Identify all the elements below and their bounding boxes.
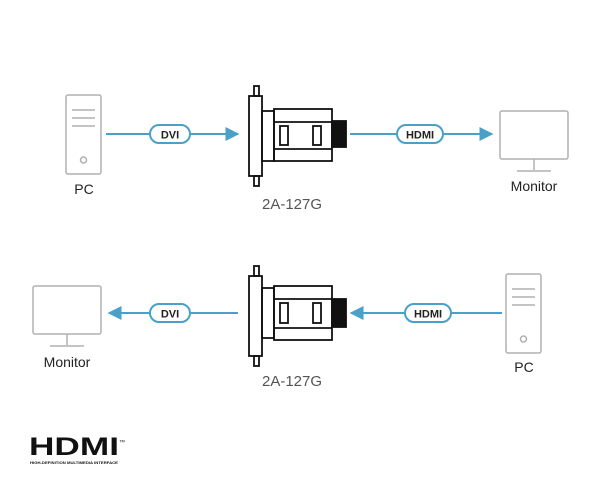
hdmi-logo-wordmark: HDMI — [29, 433, 119, 461]
monitor-icon — [499, 110, 569, 172]
hdmi-tag-text: HDMI — [406, 130, 434, 142]
pc-label: PC — [514, 359, 534, 375]
hdmi-tag: HDMI — [404, 303, 452, 323]
dvi-tag-text: DVI — [161, 130, 179, 142]
dvi-tag: DVI — [149, 124, 191, 144]
adapter-model-label: 2A-127G — [261, 373, 323, 390]
dvi-tag: DVI — [149, 303, 191, 323]
adapter-icon — [248, 85, 347, 187]
hdmi-tag-text: HDMI — [414, 309, 442, 321]
pc-label: PC — [74, 181, 94, 197]
hdmi-logo-tagline: HIGH-DEFINITION MULTIMEDIA INTERFACE — [30, 460, 118, 465]
monitor-label: Monitor — [43, 354, 91, 370]
hdmi-tag: HDMI — [396, 124, 444, 144]
pc-tower-icon — [65, 94, 102, 175]
dvi-tag-text: DVI — [161, 309, 179, 321]
monitor-label: Monitor — [510, 178, 558, 194]
hdmi-logo: HDMI ™ HIGH-DEFINITION MULTIMEDIA INTERF… — [29, 433, 125, 465]
monitor-icon — [32, 285, 102, 347]
adapter-model-label: 2A-127G — [261, 196, 323, 213]
pc-tower-icon — [505, 273, 542, 354]
hdmi-logo-trademark: ™ — [119, 439, 125, 446]
adapter-icon — [248, 265, 347, 367]
